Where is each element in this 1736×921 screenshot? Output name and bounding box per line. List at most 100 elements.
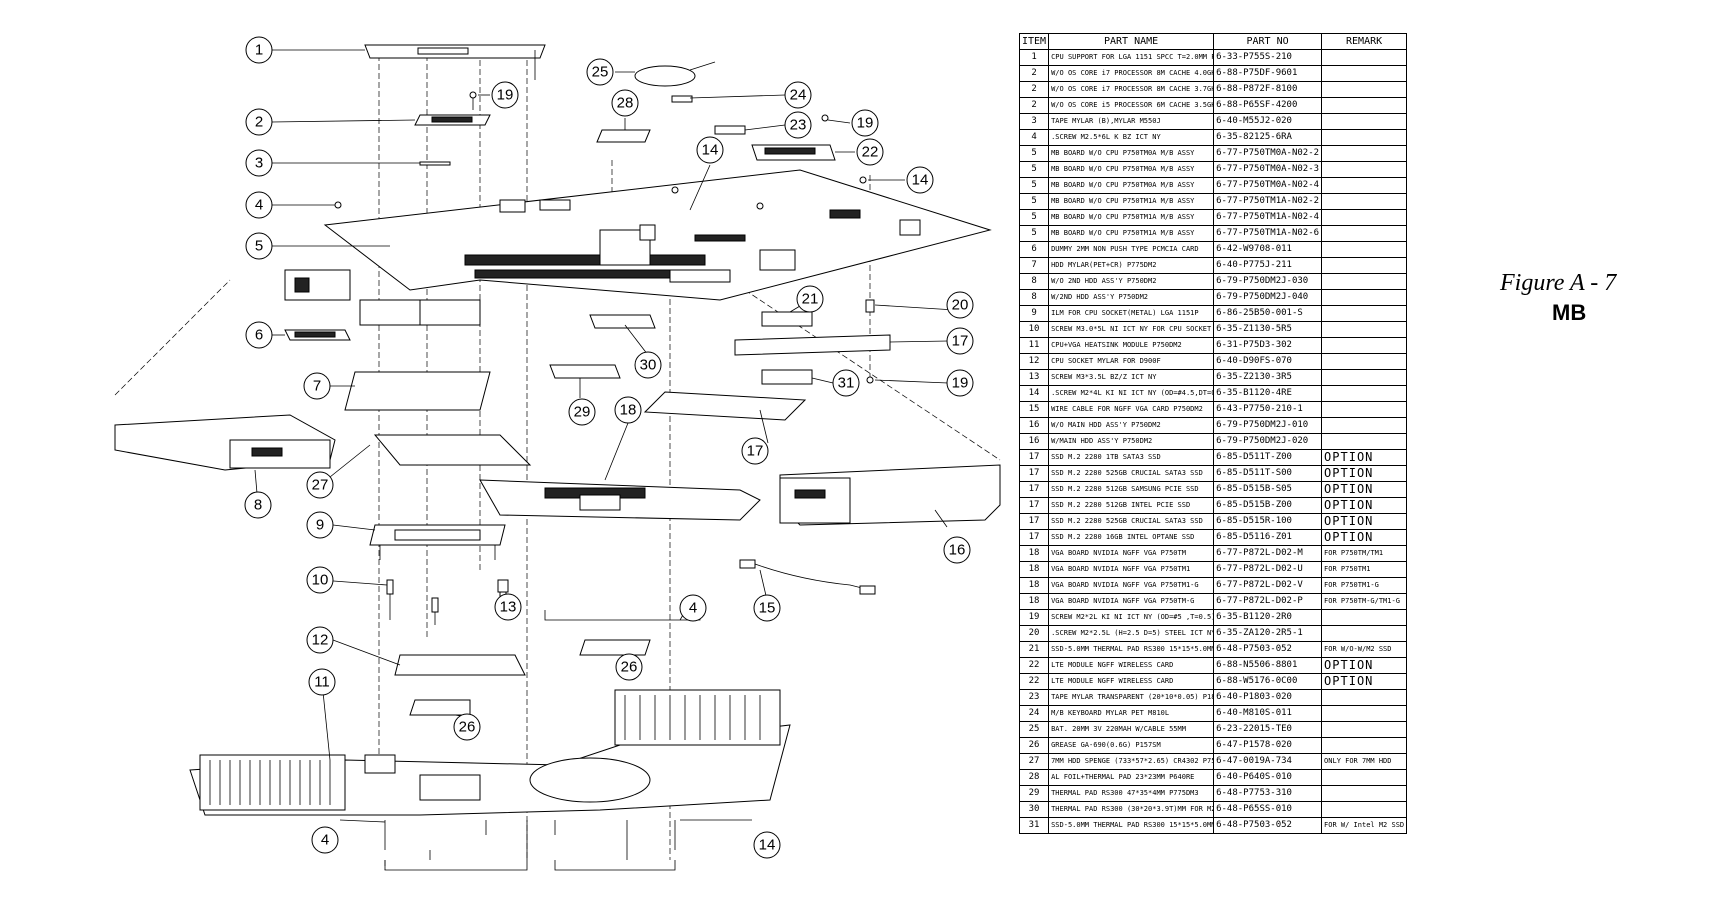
svg-text:26: 26	[621, 659, 638, 676]
remark-cell	[1321, 129, 1408, 146]
part-name-cell: .SCREW M2.5*6L K BZ ICT NY	[1048, 129, 1215, 146]
part-lte-module	[751, 144, 836, 161]
item-cell: 18	[1018, 561, 1050, 578]
item-cell: 24	[1018, 705, 1050, 722]
part-no-cell: 6-77-P750TM0A-N02-3	[1213, 161, 1323, 178]
part-name-cell: SSD-5.0MM THERMAL PAD RS300 15*15*5.0MM …	[1048, 817, 1215, 834]
part-cpu-support	[364, 44, 546, 80]
part-mylar-transparent	[714, 125, 746, 135]
callout-6: 6	[245, 321, 273, 349]
part-grease-2	[579, 639, 651, 656]
svg-text:21: 21	[802, 291, 819, 308]
part-dummy-card	[284, 329, 351, 341]
remark-cell	[1321, 49, 1408, 66]
part-name-cell: SSD M.2 2280 525GB CRUCIAL SATA3 SSD	[1048, 465, 1215, 482]
part-name-cell: W/O OS CORE i7 PROCESSOR 8M CACHE 4.0GHZ…	[1048, 65, 1215, 82]
header-part-no: PART NO	[1213, 33, 1323, 50]
callout-22: 22	[856, 138, 884, 166]
remark-cell	[1321, 161, 1408, 178]
callout-7: 7	[303, 372, 331, 400]
part-name-cell: MB BOARD W/O CPU P750TM1A M/B ASSY	[1048, 225, 1215, 242]
callout-23: 23	[784, 111, 812, 139]
item-cell: 17	[1018, 449, 1050, 466]
part-no-cell: 6-79-P750DM2J-040	[1213, 289, 1323, 306]
callout-14-a: 14	[696, 136, 724, 164]
item-cell: 16	[1018, 433, 1050, 450]
remark-cell	[1321, 257, 1408, 274]
part-name-cell: ILM FOR CPU SOCKET(METAL) LGA 1151P	[1048, 305, 1215, 322]
remark-cell: FOR P750TM/TM1	[1321, 545, 1408, 562]
remark-cell: OPTION	[1321, 465, 1408, 482]
part-name-cell: MB BOARD W/O CPU P750TM1A M/B ASSY	[1048, 193, 1215, 210]
item-cell: 29	[1018, 785, 1050, 802]
remark-cell	[1321, 769, 1408, 786]
part-name-cell: LTE MODULE NGFF WIRELESS CARD	[1048, 673, 1215, 690]
callout-21: 21	[796, 285, 824, 313]
part-name-cell: VGA BOARD NVIDIA NGFF VGA P750TM1-G	[1048, 577, 1215, 594]
remark-cell	[1321, 113, 1408, 130]
part-ssd-upper	[734, 334, 891, 356]
item-cell: 20	[1018, 625, 1050, 642]
part-name-cell: SSD M.2 2280 525GB CRUCIAL SATA3 SSD	[1048, 513, 1215, 530]
part-name-cell: AL FOIL+THERMAL PAD 23*23MM P640RE	[1048, 769, 1215, 786]
remark-cell	[1321, 705, 1408, 722]
part-name-cell: W/2ND HDD ASS'Y P750DM2	[1048, 289, 1215, 306]
item-cell: 2	[1018, 65, 1050, 82]
item-cell: 25	[1018, 721, 1050, 738]
callout-5: 5	[245, 232, 273, 260]
svg-text:15: 15	[759, 600, 776, 617]
callout-11: 11	[308, 668, 336, 696]
remark-cell: FOR P750TM1-G	[1321, 577, 1408, 594]
part-no-cell: 6-35-ZA120-2R5-1	[1213, 625, 1323, 642]
part-name-cell: CPU SOCKET MYLAR FOR D900F	[1048, 353, 1215, 370]
callout-31: 31	[832, 369, 860, 397]
svg-text:3: 3	[255, 155, 263, 172]
figure-subtitle: MB	[1552, 300, 1587, 325]
item-cell: 4	[1018, 129, 1050, 146]
remark-cell	[1321, 401, 1408, 418]
svg-text:30: 30	[640, 357, 657, 374]
callout-30: 30	[634, 351, 662, 379]
part-name-cell: BAT. 20MM 3V 220MAH W/CABLE 55MM	[1048, 721, 1215, 738]
remark-cell: OPTION	[1321, 529, 1408, 546]
svg-text:10: 10	[312, 572, 329, 589]
svg-text:14: 14	[759, 837, 776, 854]
part-no-cell: 6-85-D515B-Z00	[1213, 497, 1323, 514]
item-cell: 9	[1018, 305, 1050, 322]
callout-26-b: 26	[615, 653, 643, 681]
part-thermal-pad-31	[761, 369, 813, 385]
part-no-cell: 6-79-P750DM2J-030	[1213, 273, 1323, 290]
part-no-cell: 6-35-B1120-4RE	[1213, 385, 1323, 402]
part-no-cell: 6-77-P750TM0A-N02-4	[1213, 177, 1323, 194]
remark-cell	[1321, 625, 1408, 642]
part-no-cell: 6-35-B1120-2R0	[1213, 609, 1323, 626]
part-no-cell: 6-77-P872L-D02-P	[1213, 593, 1323, 610]
part-battery	[634, 61, 716, 87]
part-name-cell: VGA BOARD NVIDIA NGFF VGA P750TM	[1048, 545, 1215, 562]
remark-cell	[1321, 433, 1408, 450]
table-row: 2W/O OS CORE i7 PROCESSOR 8M CACHE 3.7GH…	[1018, 81, 1408, 98]
callout-14-c: 14	[753, 831, 781, 859]
remark-cell	[1321, 289, 1408, 306]
part-ngff-screw	[865, 299, 875, 313]
svg-text:14: 14	[702, 142, 719, 159]
part-vga-board	[479, 479, 761, 521]
svg-text:4: 4	[321, 832, 329, 849]
item-cell: 31	[1018, 817, 1050, 834]
part-no-cell: 6-88-W5176-0C00	[1213, 673, 1323, 690]
svg-text:2: 2	[255, 114, 263, 131]
item-cell: 11	[1018, 337, 1050, 354]
svg-text:18: 18	[620, 402, 637, 419]
part-no-cell: 6-48-P7753-310	[1213, 785, 1323, 802]
remark-cell: ONLY FOR 7MM HDD	[1321, 753, 1408, 770]
